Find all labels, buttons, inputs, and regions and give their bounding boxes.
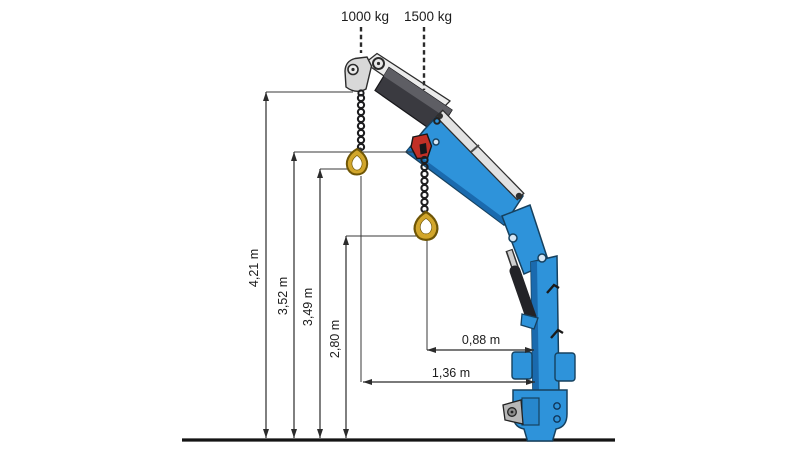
column-handle-icon [550,328,564,339]
dim-label-height-4: 2,80 m [328,320,342,358]
boom-tip-bracket [344,56,373,92]
base-fitting-pin [510,410,514,414]
extension-cylinder [437,111,523,199]
dim-label-height-2: 3,52 m [276,277,290,315]
cylinder-end-cap [437,113,443,119]
dimension-lines [265,91,535,438]
dim-label-reach-1: 0,88 m [462,333,500,347]
load-label-1500kg: 1500 kg [404,9,452,24]
cylinder-collar [470,144,480,153]
lift-cylinder-body [509,265,537,323]
pivot-bolt [508,233,518,243]
pivot-bolt [537,253,547,263]
lifting-gear [345,93,439,241]
dimension-arrowheads [263,92,535,438]
column-handle-icon [546,283,560,294]
chain-1000kg [356,93,366,152]
shackle-pin [376,61,381,66]
base-bolt [553,402,561,410]
pivot-bolt [432,138,440,146]
boom-link-icon [433,117,441,125]
dim-label-height-1: 4,21 m [247,249,261,287]
hook-1000kg-icon [345,147,369,176]
main-boom-shading [407,148,505,224]
hook-1500kg-icon [413,210,439,241]
dim-label-height-3: 3,49 m [301,288,315,326]
tip-pulley-axle [351,67,355,72]
bracket-slot [419,143,427,155]
crane-illustration [344,52,576,442]
base-inset-plate [521,397,540,426]
chain-1500kg [420,155,429,214]
telescopic-boom-bevel [383,67,452,118]
cylinder-end-cap [515,192,523,200]
base-bolt [553,415,561,423]
column-bracket-right [554,352,576,382]
dim-label-reach-2: 1,36 m [432,366,470,380]
cylinder-foot [520,313,539,330]
load-label-1000kg: 1000 kg [341,9,389,24]
column-bracket-left [511,351,533,380]
